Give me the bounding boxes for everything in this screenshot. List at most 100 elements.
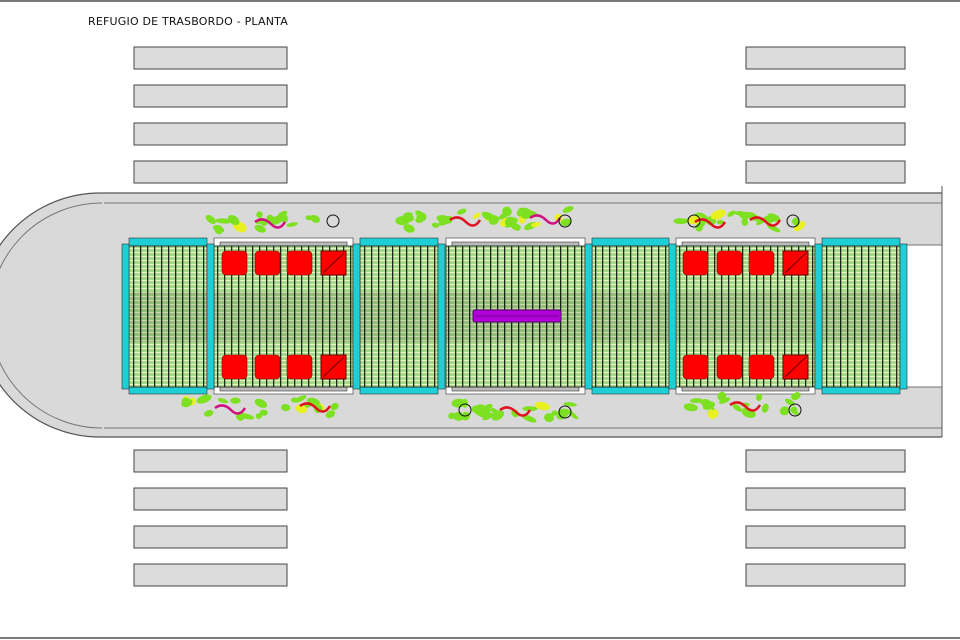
shrub-leaf — [790, 408, 799, 416]
shrub-leaf — [779, 406, 790, 416]
shrub-leaf — [683, 403, 698, 412]
tree-pit — [786, 214, 800, 228]
shrub-leaf — [254, 224, 266, 233]
shrub-leaf — [707, 408, 719, 419]
parking-bay — [133, 46, 288, 70]
shrub-leaf — [695, 222, 704, 232]
shrub-leaf — [256, 211, 263, 218]
shrub-leaf — [204, 410, 214, 417]
shrub-leaf — [310, 214, 320, 223]
gutter — [219, 386, 348, 392]
shrub-leaf — [673, 218, 687, 225]
shrub-leaf — [457, 208, 467, 215]
shrub-leaf — [295, 404, 308, 414]
flower-stem — [499, 406, 532, 417]
shrub-leaf — [436, 215, 453, 224]
shelter-roof — [121, 237, 908, 395]
sheet-border-top — [0, 0, 960, 2]
column — [668, 243, 677, 390]
shrub-leaf — [741, 218, 749, 226]
shrub-leaf — [767, 213, 781, 222]
roof-beam — [128, 386, 208, 395]
column — [352, 243, 361, 390]
parking-bay — [745, 563, 906, 587]
shrub-leaf — [732, 403, 743, 412]
shrub-leaf — [727, 210, 736, 217]
shrub-leaf — [544, 413, 555, 423]
shrub-leaf — [521, 414, 537, 423]
column — [584, 243, 593, 390]
shrub-leaf — [281, 404, 291, 412]
shrub-leaf — [230, 397, 241, 404]
parking-bay — [133, 122, 288, 146]
parking-bay — [745, 487, 906, 511]
shrub-leaf — [746, 211, 760, 222]
tree-pit — [558, 405, 572, 419]
shrub-leaf — [205, 214, 216, 225]
seat — [286, 354, 313, 380]
shrub-leaf — [471, 405, 480, 413]
roof-panel-shade — [822, 292, 900, 342]
shrub-leaf — [756, 393, 763, 402]
flower-stem — [529, 214, 562, 225]
roof-beam — [359, 386, 439, 395]
flower-stem — [729, 401, 762, 412]
trash-bin-mark — [784, 356, 807, 378]
roof-panel — [359, 245, 439, 388]
roof-panel — [591, 245, 670, 388]
shrub-leaf — [791, 392, 801, 401]
parking-bays-left — [133, 46, 288, 587]
shrub-leaf — [239, 413, 254, 420]
shrub-leaf — [516, 210, 524, 217]
parking-bay — [133, 563, 288, 587]
shrub-leaf — [255, 413, 262, 420]
shrub-leaf — [472, 212, 481, 220]
shrub-leaf — [448, 412, 455, 420]
parking-bay — [133, 449, 288, 473]
seat — [254, 354, 281, 380]
column — [814, 243, 823, 390]
flower-stem — [299, 402, 332, 413]
trash-bin-mark — [322, 252, 345, 274]
shrub-leaf — [485, 403, 493, 409]
parking-bay — [745, 160, 906, 184]
shrub-leaf — [415, 216, 424, 223]
shrub-leaf — [217, 398, 229, 404]
seat — [682, 354, 709, 380]
shrub-leaf — [551, 410, 558, 416]
shrub-leaf — [793, 221, 806, 232]
seat — [254, 250, 281, 276]
shrub-leaf — [254, 398, 268, 408]
sheet-border-bottom — [0, 637, 960, 639]
shrub-leaf — [431, 222, 440, 228]
shrub-leaf — [734, 211, 745, 216]
flower-stem — [449, 216, 482, 227]
roof-panel-shade — [360, 292, 438, 342]
parking-bay — [133, 84, 288, 108]
shrub-leaf — [461, 398, 468, 408]
parking-bay — [133, 525, 288, 549]
shrub-leaf — [761, 403, 769, 413]
column — [437, 243, 446, 390]
shrub-leaf — [563, 402, 577, 407]
roof-beam — [591, 386, 670, 395]
shrub-leaf — [701, 400, 715, 410]
shrub-leaf — [305, 215, 312, 221]
shrub-leaf — [259, 409, 268, 416]
parking-bay — [133, 160, 288, 184]
shrub-leaf — [504, 217, 517, 227]
shrub-leaf — [453, 412, 465, 421]
planting — [181, 206, 806, 423]
tree-pit — [687, 214, 701, 228]
roof-beam — [821, 386, 901, 395]
seat — [221, 250, 248, 276]
tree-pit — [558, 214, 572, 228]
furniture — [221, 250, 809, 380]
tree-pit — [788, 403, 802, 417]
seat — [682, 250, 709, 276]
gutter — [451, 386, 580, 392]
seat — [748, 354, 775, 380]
tree-pit — [458, 403, 472, 417]
drawing-title: REFUGIO DE TRASBORDO - PLANTA — [88, 15, 288, 28]
